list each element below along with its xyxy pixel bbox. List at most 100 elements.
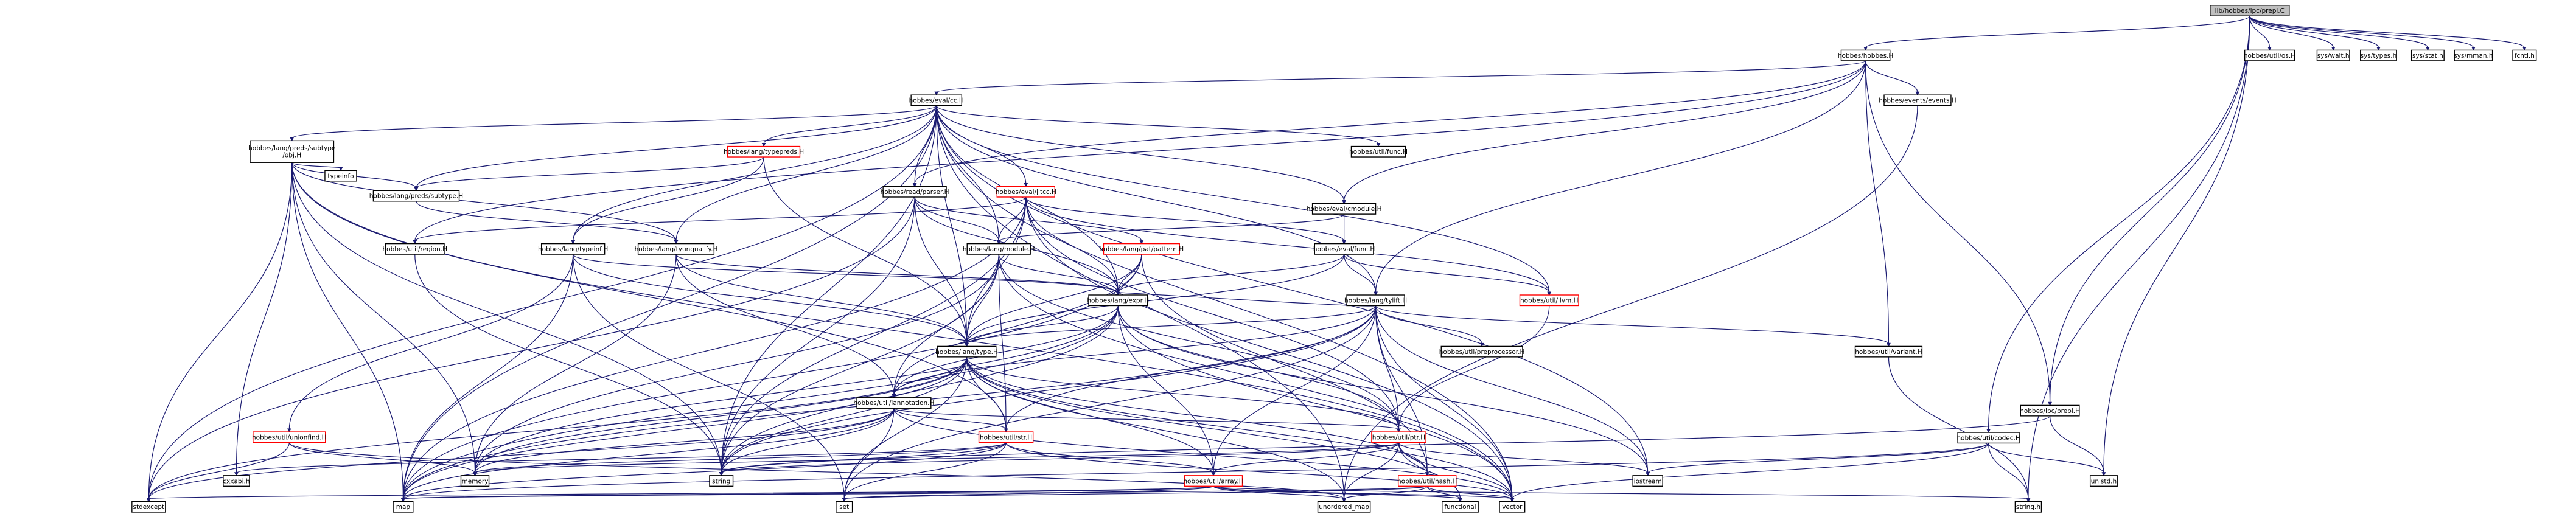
- edge-jitcc-to-util_region: [414, 196, 1027, 242]
- node-sys_wait[interactable]: sys/wait.h: [2316, 49, 2350, 61]
- node-box: [131, 501, 166, 513]
- node-jitcc[interactable]: hobbes/eval/jitcc.H: [996, 186, 1056, 198]
- node-label: hobbes/lang/typepreds.H: [724, 148, 804, 156]
- node-label: hobbes/eval/func.H: [1313, 246, 1375, 253]
- edge-util_region-to-string: [414, 254, 722, 473]
- node-label: hobbes/util/preprocessor.H: [1439, 349, 1525, 356]
- edge-arrowhead: [719, 472, 724, 476]
- edge-hobbes_h-to-util_variant: [1865, 60, 1890, 344]
- node-label: map: [396, 504, 411, 511]
- edge-arrowhead: [147, 498, 151, 502]
- node-string[interactable]: string: [709, 475, 734, 487]
- edge-unionfind-to-stdexcept: [148, 442, 290, 499]
- node-label: fcntl.h: [2515, 52, 2535, 60]
- node-util_func[interactable]: hobbes/util/func.H: [1349, 145, 1408, 158]
- node-vector[interactable]: vector: [1499, 501, 1526, 513]
- node-util_lannotation[interactable]: hobbes/util/lannotation.H: [853, 397, 934, 409]
- node-box: [1314, 243, 1374, 255]
- edge-arrowhead: [934, 91, 939, 96]
- node-box: [540, 243, 606, 255]
- edge-eval_cc-to-lang_type: [936, 105, 968, 344]
- node-read_parser[interactable]: hobbes/read/parser.H: [881, 186, 949, 198]
- node-subtype_obj[interactable]: hobbes/lang/preds/subtype/obj.H: [248, 140, 335, 163]
- node-set[interactable]: set: [836, 501, 853, 513]
- node-util_array[interactable]: hobbes/util/array.H: [1183, 475, 1244, 487]
- edge-ipc_prepl-to-unistd: [2049, 415, 2104, 473]
- node-unordered_map[interactable]: unordered_map: [1317, 501, 1371, 513]
- node-box: [2316, 49, 2350, 61]
- node-label: hobbes/util/lannotation.H: [853, 400, 934, 407]
- node-lang_module[interactable]: hobbes/lang/module.H: [963, 243, 1035, 255]
- node-unistd[interactable]: unistd.h: [2089, 475, 2118, 487]
- node-root[interactable]: lib/hobbes/ipc/prepl.C: [2210, 5, 2290, 16]
- node-label: unistd.h: [2091, 477, 2117, 485]
- edge-arrowhead: [2522, 46, 2527, 51]
- node-sys_types[interactable]: sys/types.h: [2360, 49, 2397, 61]
- node-lang_expr[interactable]: hobbes/lang/expr.H: [1087, 294, 1149, 307]
- node-eval_func[interactable]: hobbes/eval/func.H: [1313, 243, 1375, 255]
- node-cxxabi[interactable]: cxxabi.h: [223, 475, 250, 487]
- node-iostream[interactable]: iostream: [1632, 475, 1663, 487]
- edge-arrowhead: [1139, 240, 1144, 245]
- node-lang_type[interactable]: hobbes/lang/type.H: [935, 345, 998, 358]
- node-util_str[interactable]: hobbes/util/str.H: [978, 431, 1034, 443]
- edge-root-to-sys_stat: [2249, 15, 2429, 48]
- edge-hobbes_h-to-events: [1865, 60, 1918, 93]
- node-box: [324, 170, 357, 182]
- node-events[interactable]: hobbes/events/events.H: [1879, 94, 1956, 106]
- node-fcntl[interactable]: fcntl.h: [2512, 49, 2537, 61]
- node-util_variant[interactable]: hobbes/util/variant.H: [1854, 345, 1923, 358]
- node-string_h[interactable]: string.h: [2014, 501, 2042, 513]
- edge-lang_type-to-string: [721, 356, 968, 473]
- node-stdexcept[interactable]: stdexcept: [131, 501, 166, 513]
- node-box: [1440, 345, 1523, 358]
- edge-lang_module-to-lang_expr: [998, 254, 1119, 293]
- node-util_os[interactable]: hobbes/util/os.H: [2244, 49, 2295, 61]
- node-util_region[interactable]: hobbes/util/region.H: [383, 243, 447, 255]
- node-memory[interactable]: memory: [460, 475, 490, 487]
- node-typeinf[interactable]: hobbes/lang/typeinf.H: [538, 243, 608, 255]
- edge-util_str-to-string: [721, 442, 1007, 474]
- edge-lang_type-to-set: [843, 356, 968, 499]
- edge-util_codec-to-iostream: [1647, 442, 1989, 474]
- edge-root-to-ipc_prepl: [2049, 16, 2250, 403]
- node-unionfind[interactable]: hobbes/util/unionfind.H: [252, 431, 327, 443]
- edge-util_str-to-set: [843, 442, 1007, 499]
- edge-util_codec-to-vector: [1512, 443, 1989, 499]
- node-sys_mman[interactable]: sys/mman.h: [2454, 49, 2493, 61]
- node-box: [966, 243, 1031, 255]
- node-sys_stat[interactable]: sys/stat.h: [2410, 49, 2445, 61]
- edge-util_array-to-string_h: [1213, 485, 2029, 500]
- node-util_hash[interactable]: hobbes/util/hash.H: [1397, 475, 1457, 487]
- node-hobbes_h[interactable]: hobbes/hobbes.H: [1838, 49, 1893, 61]
- node-cmodule[interactable]: hobbes/eval/cmodule.H: [1307, 203, 1382, 215]
- edge-eval_cc-to-lang_expr: [936, 105, 1119, 293]
- node-typeinfo[interactable]: typeinfo: [324, 170, 357, 182]
- edge-arrowhead: [674, 240, 679, 245]
- edge-arrowhead: [1646, 472, 1650, 476]
- edge-root-to-unistd: [2103, 16, 2250, 473]
- node-tyunqualify[interactable]: hobbes/lang/tyunqualify.H: [635, 243, 718, 255]
- node-tylift[interactable]: hobbes/lang/tylift.H: [1344, 294, 1407, 307]
- edge-eval_func-to-lang_type: [966, 254, 1345, 344]
- node-label: hobbes/eval/cc.H: [909, 97, 964, 105]
- node-ipc_prepl[interactable]: hobbes/ipc/prepl.H: [2020, 404, 2080, 417]
- edge-util_hash-to-functional: [1426, 486, 1461, 499]
- edge-arrowhead: [1986, 429, 1991, 434]
- node-preprocessor[interactable]: hobbes/util/preprocessor.H: [1439, 345, 1525, 358]
- node-box: [937, 345, 997, 358]
- edge-util_variant-to-string_h: [1888, 356, 2029, 499]
- node-util_ptr[interactable]: hobbes/util/ptr.H: [1371, 431, 1426, 443]
- node-util_llvm[interactable]: hobbes/util/llvm.H: [1519, 294, 1579, 307]
- node-functional[interactable]: functional: [1442, 501, 1479, 513]
- node-pat_pattern[interactable]: hobbes/lang/pat/pattern.H: [1100, 243, 1184, 255]
- node-subtype_h[interactable]: hobbes/lang/preds/subtype.H: [369, 190, 463, 202]
- node-box: [372, 190, 460, 202]
- edge-subtype_obj-to-vector: [291, 162, 1513, 499]
- node-label: hobbes/ipc/prepl.H: [2020, 408, 2080, 415]
- node-eval_cc[interactable]: hobbes/eval/cc.H: [909, 94, 964, 106]
- node-util_codec[interactable]: hobbes/util/codec.H: [1956, 432, 2020, 444]
- edge-util_codec-to-map: [402, 443, 1989, 499]
- node-typepreds[interactable]: hobbes/lang/typepreds.H: [724, 145, 804, 158]
- node-map[interactable]: map: [393, 501, 414, 513]
